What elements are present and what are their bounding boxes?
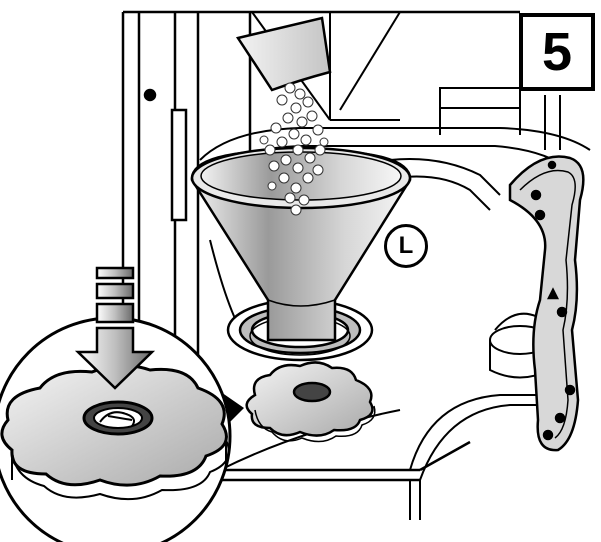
funnel-icon	[190, 146, 412, 342]
salt-cap-icon	[245, 361, 376, 443]
callout-label-l: L	[384, 224, 428, 268]
zoom-detail	[0, 316, 232, 542]
salt-packet	[235, 16, 332, 92]
salt-granules-icon	[259, 82, 329, 216]
down-arrow-icon	[74, 266, 156, 390]
step-number-badge: 5	[519, 13, 595, 91]
spray-arm	[508, 155, 585, 452]
